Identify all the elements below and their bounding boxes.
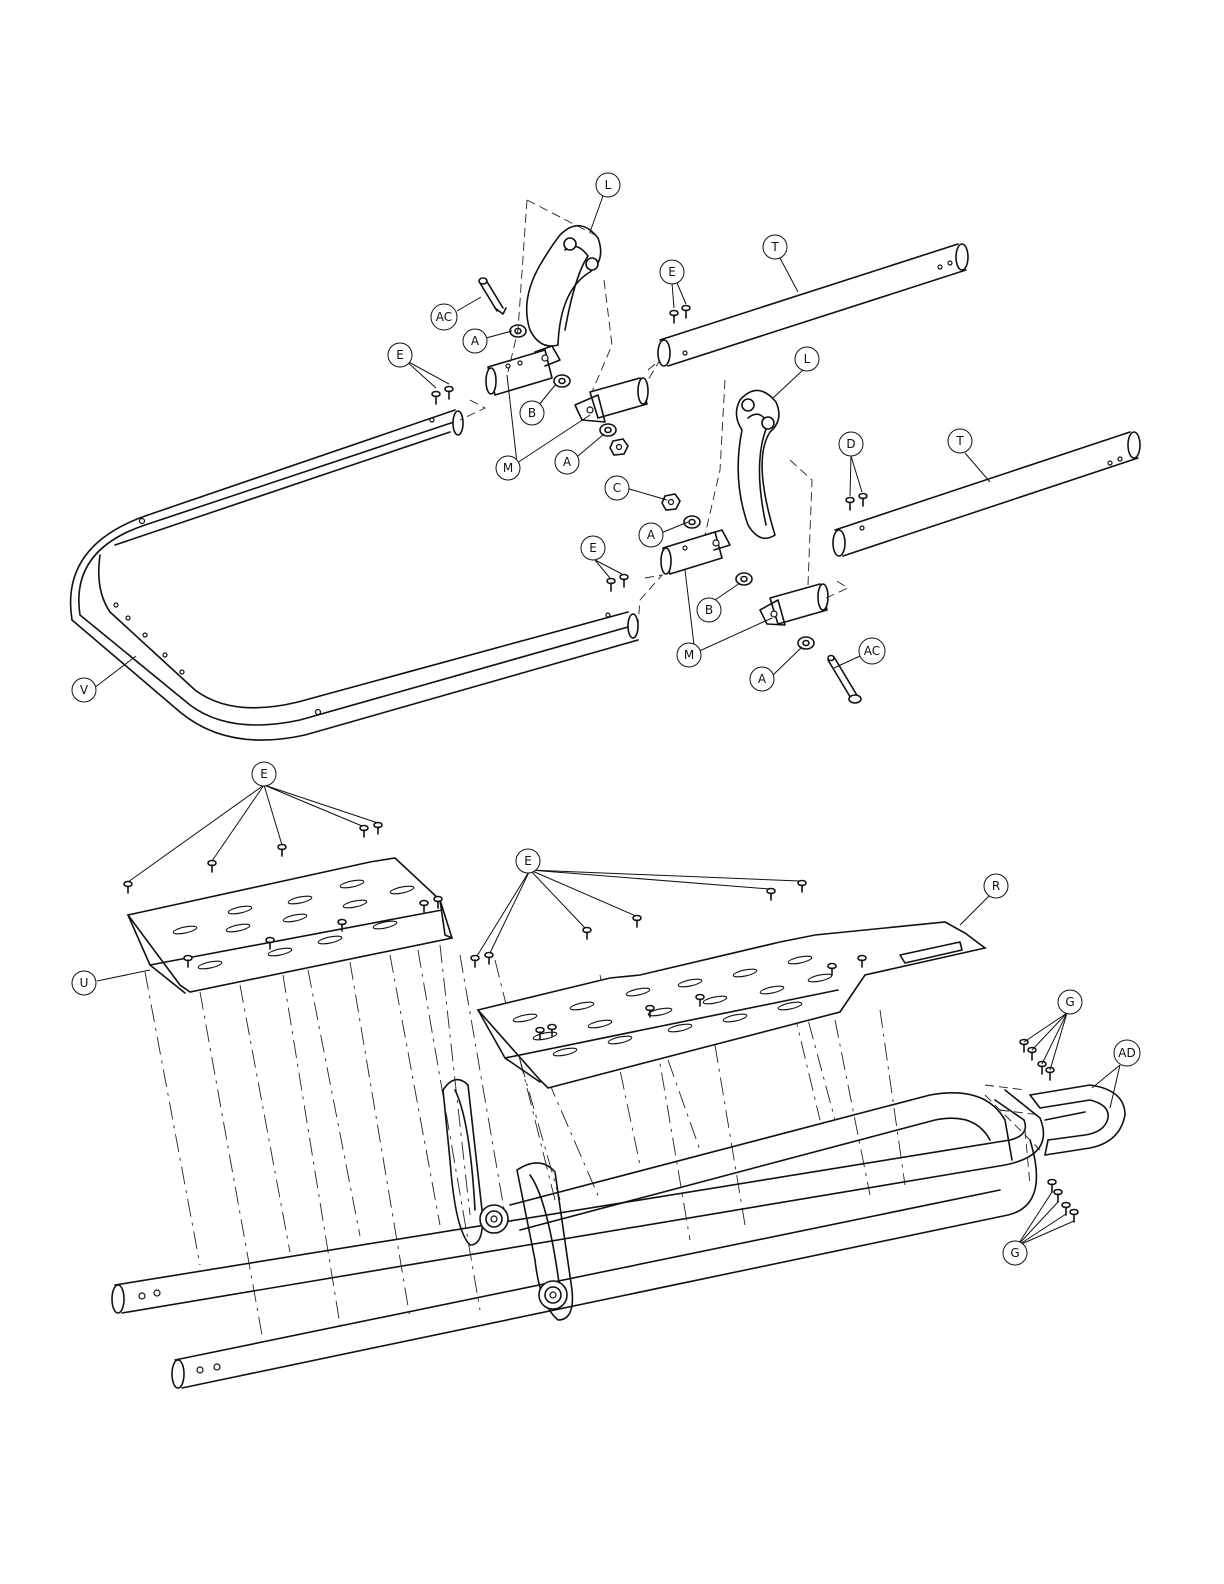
callout-v-left: V bbox=[72, 678, 96, 702]
callout-label: M bbox=[684, 648, 694, 662]
callout-ac-top: AC bbox=[431, 304, 457, 330]
u-bracket-ad bbox=[985, 1085, 1125, 1185]
strap-loop-upper bbox=[527, 226, 601, 346]
callout-label: L bbox=[605, 178, 612, 192]
callout-g-bottom: G bbox=[1003, 1241, 1027, 1265]
callout-a-top: A bbox=[463, 329, 487, 353]
callout-l-top: L bbox=[596, 173, 620, 197]
callout-e-plate-left: E bbox=[252, 762, 276, 786]
assembly-lines-top bbox=[460, 200, 848, 625]
callout-label: AC bbox=[864, 644, 880, 658]
callout-ac-lower: AC bbox=[859, 638, 885, 664]
callout-label: G bbox=[1065, 995, 1074, 1009]
callout-label: R bbox=[992, 879, 1000, 893]
callout-label: A bbox=[647, 528, 656, 542]
callout-label: E bbox=[396, 348, 404, 362]
callout-d-right: D bbox=[839, 432, 863, 456]
platform-plate-r bbox=[471, 881, 985, 1089]
callout-t-top: T bbox=[763, 235, 787, 259]
callout-label: V bbox=[80, 683, 89, 697]
callout-label: B bbox=[528, 406, 536, 420]
washer-a-bottom bbox=[798, 637, 814, 649]
ladder-frame bbox=[112, 1090, 1043, 1388]
callout-b-top: B bbox=[520, 401, 544, 425]
nut-c-upper bbox=[610, 439, 628, 455]
nut-c-lower bbox=[662, 494, 680, 510]
coupler-sleeve-upper-left bbox=[486, 346, 560, 395]
leader-lines bbox=[94, 196, 1120, 1246]
callout-e-top-right: E bbox=[660, 260, 684, 284]
callout-label: T bbox=[955, 434, 964, 448]
callout-label: AD bbox=[1118, 1046, 1135, 1060]
callout-g-top: G bbox=[1058, 990, 1082, 1014]
coupler-sleeve-lower-left bbox=[661, 530, 730, 574]
callout-label: C bbox=[613, 481, 621, 495]
callout-e-mid: E bbox=[581, 536, 605, 560]
strap-loop-lower bbox=[736, 390, 778, 538]
callout-l-mid: L bbox=[795, 347, 819, 371]
callout-c-mid: C bbox=[605, 476, 629, 500]
screws-g bbox=[1020, 1040, 1078, 1223]
callout-label: E bbox=[260, 767, 268, 781]
callout-m-top: M bbox=[496, 456, 520, 480]
callout-label: G bbox=[1010, 1246, 1019, 1260]
callout-label: D bbox=[846, 437, 855, 451]
straight-tube-upper bbox=[658, 244, 968, 366]
frame-tube-v bbox=[71, 410, 638, 740]
callout-label: U bbox=[80, 976, 89, 990]
washer-b-lower bbox=[736, 573, 752, 585]
callout-label: B bbox=[705, 603, 713, 617]
coupler-sleeve-upper-right bbox=[575, 378, 648, 422]
callout-ad-right: AD bbox=[1114, 1040, 1140, 1066]
callout-label: E bbox=[524, 854, 532, 868]
strap-clamp-left bbox=[443, 1080, 508, 1245]
callout-label: E bbox=[589, 541, 597, 555]
washer-b-upper bbox=[554, 375, 570, 387]
callout-label: A bbox=[758, 672, 767, 686]
callout-b-lower: B bbox=[697, 598, 721, 622]
callout-r-right: R bbox=[984, 874, 1008, 898]
straight-tube-lower bbox=[833, 432, 1140, 556]
callout-label: A bbox=[563, 455, 572, 469]
callout-label: M bbox=[503, 461, 513, 475]
washer-a-lower bbox=[684, 516, 700, 528]
washer-a-mid bbox=[600, 424, 616, 436]
callout-e-left: E bbox=[388, 343, 412, 367]
callout-a-mid: A bbox=[555, 450, 579, 474]
callout-label: T bbox=[770, 240, 779, 254]
callout-label: A bbox=[471, 334, 480, 348]
callout-a-lower: A bbox=[639, 523, 663, 547]
callout-m-lower: M bbox=[677, 643, 701, 667]
callout-e-plate-right: E bbox=[516, 849, 540, 873]
callout-label: AC bbox=[436, 310, 452, 324]
callout-label: E bbox=[668, 265, 676, 279]
callout-a-bottom: A bbox=[750, 667, 774, 691]
callout-label: L bbox=[804, 352, 811, 366]
pin-ac-upper bbox=[479, 278, 506, 314]
callout-t-right: T bbox=[948, 429, 972, 453]
callout-u-left: U bbox=[72, 971, 96, 995]
platform-plate-u bbox=[124, 823, 452, 994]
